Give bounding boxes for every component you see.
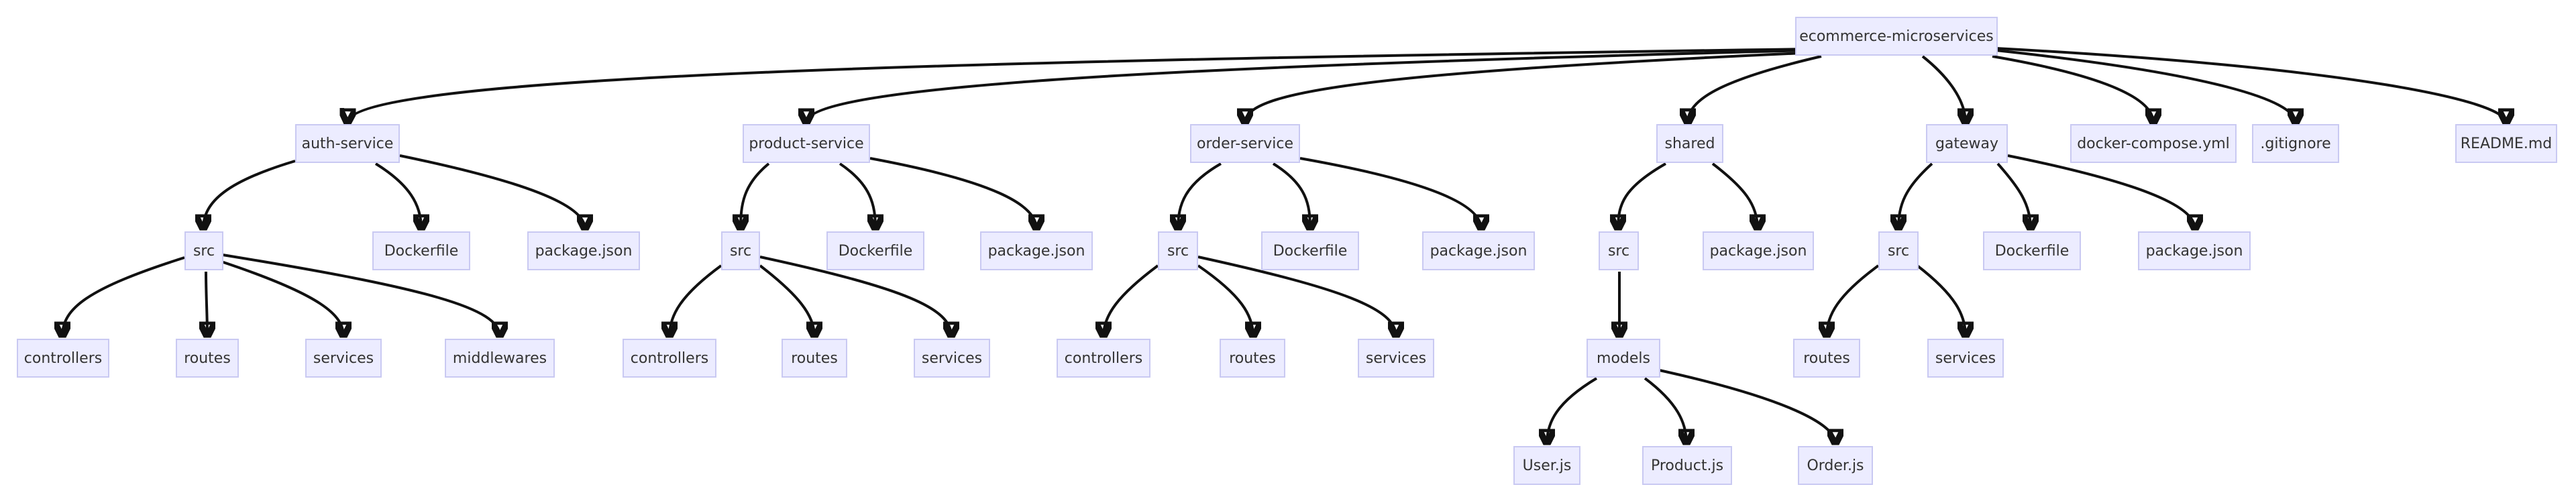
node-order-controllers: controllers: [1057, 339, 1150, 378]
node-auth-controllers: controllers: [17, 339, 109, 378]
edge-root-shared: [1688, 55, 1822, 123]
node-root-folder: ecommerce-microservices: [1795, 17, 1998, 56]
edge-root-docker-compose: [1992, 55, 2153, 123]
edge-shared-package: [1711, 162, 1758, 229]
edge-shared-models-order: [1650, 367, 1835, 443]
edge-gateway-src-services: [1916, 264, 1966, 336]
node-shared-package-json: package.json: [1703, 231, 1814, 270]
edge-product-package: [869, 157, 1036, 229]
node-auth-src: src: [184, 231, 223, 270]
node-gateway-src: src: [1878, 231, 1919, 270]
edge-auth-src-controllers: [62, 256, 185, 336]
node-order-routes: routes: [1220, 339, 1285, 378]
node-order-package-json: package.json: [1422, 231, 1535, 270]
node-product-service: product-service: [743, 124, 870, 163]
node-gitignore: .gitignore: [2252, 124, 2339, 163]
edge-root-auth-service: [347, 48, 1812, 123]
edge-order-src-services: [1197, 256, 1396, 336]
edge-gateway-package: [2007, 154, 2195, 229]
edge-order-src-controllers: [1104, 264, 1159, 336]
edge-auth-src-services: [221, 260, 343, 336]
node-auth-service: auth-service: [295, 124, 400, 163]
edge-root-readme: [1995, 47, 2506, 123]
edge-root-gitignore: [1995, 49, 2296, 123]
node-order-service: order-service: [1190, 124, 1300, 163]
edge-order-dockerfile: [1272, 162, 1310, 229]
edge-root-gateway: [1921, 55, 1966, 123]
edge-gateway-src: [1898, 162, 1933, 229]
node-shared-order-js: Order.js: [1798, 446, 1873, 485]
edge-product-src-controllers: [669, 264, 722, 336]
node-auth-services: services: [305, 339, 382, 378]
node-auth-routes: routes: [176, 339, 239, 378]
node-gateway-services: services: [1927, 339, 2004, 378]
edge-order-src: [1178, 162, 1222, 229]
node-product-src: src: [721, 231, 760, 270]
node-shared-src: src: [1599, 231, 1639, 270]
node-gateway: gateway: [1926, 124, 2008, 163]
node-product-services: services: [914, 339, 990, 378]
node-product-routes: routes: [782, 339, 847, 378]
node-shared-user-js: User.js: [1513, 446, 1580, 485]
edge-auth-src-routes: [206, 271, 207, 336]
edge-order-package: [1299, 157, 1481, 229]
node-shared-models: models: [1587, 339, 1660, 378]
edge-order-src-routes: [1197, 264, 1253, 336]
edge-root-product-service: [806, 49, 1812, 123]
node-product-dockerfile: Dockerfile: [826, 231, 924, 270]
node-order-src: src: [1158, 231, 1198, 270]
edge-auth-src-middlewares: [222, 254, 500, 336]
edge-gateway-dockerfile: [1996, 162, 2031, 229]
edge-root-order-service: [1245, 51, 1819, 123]
node-product-controllers: controllers: [623, 339, 716, 378]
edge-auth-dockerfile: [374, 162, 421, 229]
node-readme: README.md: [2455, 124, 2557, 163]
edge-product-dockerfile: [839, 162, 875, 229]
edge-shared-src: [1618, 162, 1666, 229]
edge-shared-models-user: [1547, 377, 1598, 443]
edge-product-src: [741, 162, 770, 229]
node-shared: shared: [1656, 124, 1723, 163]
node-auth-package-json: package.json: [527, 231, 640, 270]
node-auth-dockerfile: Dockerfile: [372, 231, 470, 270]
node-gateway-package-json: package.json: [2138, 231, 2251, 270]
node-gateway-routes: routes: [1793, 339, 1860, 378]
edge-product-src-services: [759, 256, 951, 336]
edge-gateway-src-routes: [1827, 264, 1880, 336]
node-shared-product-js: Product.js: [1642, 446, 1732, 485]
edge-auth-package: [399, 154, 585, 229]
edge-product-src-routes: [759, 264, 814, 336]
node-gateway-dockerfile: Dockerfile: [1983, 231, 2081, 270]
node-docker-compose: docker-compose.yml: [2070, 124, 2237, 163]
node-order-dockerfile: Dockerfile: [1261, 231, 1359, 270]
node-auth-middlewares: middlewares: [445, 339, 555, 378]
node-order-services: services: [1358, 339, 1434, 378]
edge-shared-models-product: [1644, 377, 1686, 443]
edge-auth-src: [203, 160, 296, 229]
node-product-package-json: package.json: [980, 231, 1093, 270]
